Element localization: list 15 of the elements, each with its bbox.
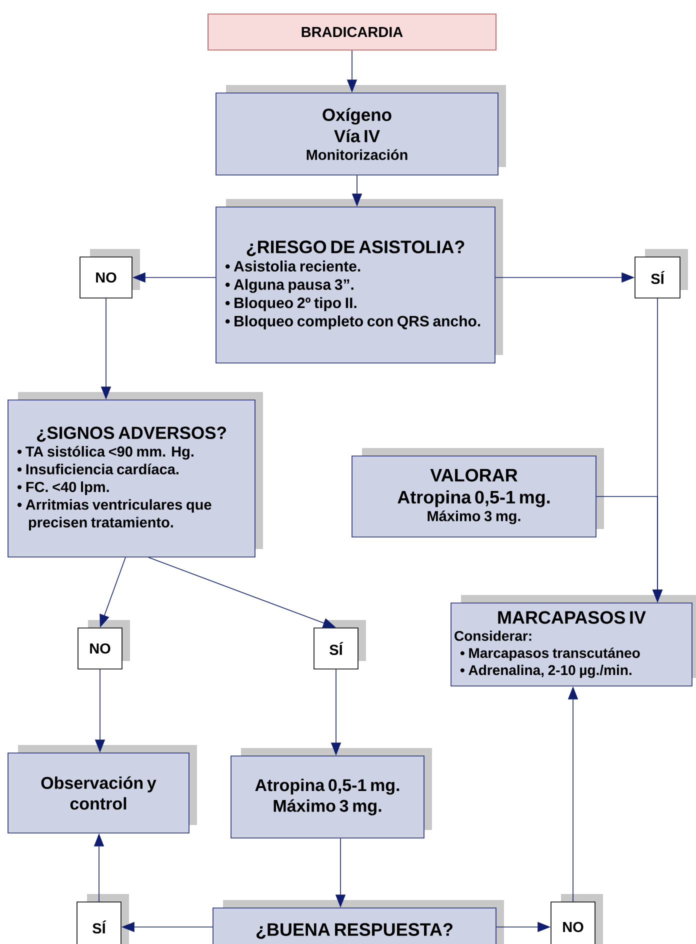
- process-box: Observación y control: [8, 745, 197, 834]
- process-box: MARCAPASOS IV Considerar: • Marcapasos transcutáneo • Adrenalina, 2-10 µg./min.: [450, 595, 696, 686]
- process-box: VALORAR Atropina 0,5-1 mg. Máximo 3 mg.: [352, 448, 604, 538]
- answer-label-box: NO: [550, 894, 603, 944]
- answer-label-box: SÍ: [314, 620, 366, 670]
- process-box: ¿RIESGO DE ASISTOLIA? • Asistolia reciente. • Alguna pausa 3”. • Bloqueo 2º tipo II. • Bloqueo completo con QRS ancho.: [216, 199, 503, 364]
- start-box: BRADICARDIA: [208, 14, 496, 50]
- process-box: Oxígeno Vía IV Monitorización: [216, 85, 506, 176]
- answer-label-box: NO: [78, 620, 130, 670]
- process-box: Atropina 0,5-1 mg. Máximo 3 mg.: [230, 748, 432, 838]
- answer-label-box: NO: [80, 249, 140, 298]
- process-box: ¿BUENA RESPUESTA?: [212, 900, 504, 944]
- process-box: ¿SIGNOS ADVERSOS? • TA sistólica <90 mm. Hg. • Insuficiencia cardíaca. • FC. <40 lpm. • Arritmias ventriculares que precisen tratamiento.: [8, 392, 263, 558]
- answer-label-box: SÍ: [76, 894, 129, 944]
- answer-label-box: SÍ: [634, 249, 688, 298]
